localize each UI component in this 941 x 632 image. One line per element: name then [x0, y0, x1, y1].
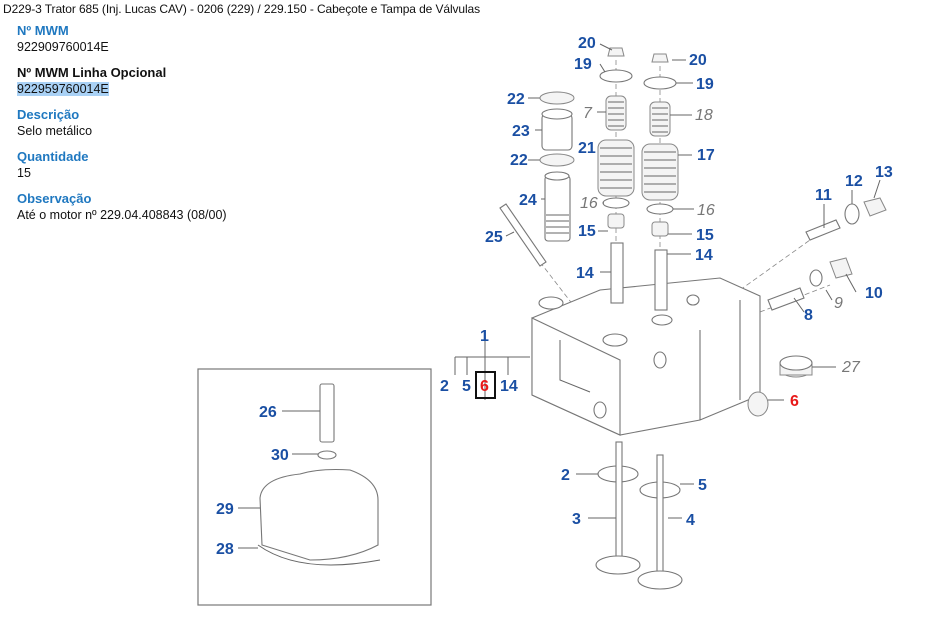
- callout-21[interactable]: 21: [578, 140, 596, 157]
- observation-field: Observação Até o motor nº 229.04.408843 …: [17, 190, 337, 224]
- quantity-value: 15: [17, 166, 31, 180]
- callout-27[interactable]: 27: [841, 359, 861, 376]
- callout-2[interactable]: 2: [440, 378, 449, 395]
- mwm-number-value[interactable]: 922909760014E: [17, 40, 109, 54]
- callout-18[interactable]: 18: [695, 107, 713, 124]
- callout-14[interactable]: 14: [500, 378, 518, 395]
- callout-8[interactable]: 8: [804, 307, 813, 324]
- optional-number-value[interactable]: 922959760014E: [17, 81, 337, 98]
- selected-text[interactable]: 922959760014E: [17, 82, 109, 96]
- callout-19[interactable]: 19: [574, 56, 592, 73]
- callout-30[interactable]: 30: [271, 447, 289, 464]
- callout-7[interactable]: 7: [583, 105, 593, 122]
- breadcrumb: D229-3 Trator 685 (Inj. Lucas CAV) - 020…: [3, 2, 481, 16]
- callout-26[interactable]: 26: [259, 404, 277, 421]
- callout-24[interactable]: 24: [519, 192, 537, 209]
- callout-20[interactable]: 20: [578, 35, 596, 52]
- observation-value: Até o motor nº 229.04.408843 (08/00): [17, 208, 227, 222]
- valves[interactable]: [595, 441, 683, 590]
- side-fittings[interactable]: [747, 197, 887, 417]
- callout-6-selected[interactable]: 6: [480, 378, 489, 395]
- callout-20[interactable]: 20: [689, 52, 707, 69]
- description-field: Descrição Selo metálico: [17, 106, 337, 140]
- callout-12[interactable]: 12: [845, 173, 863, 190]
- callout-9[interactable]: 9: [834, 295, 843, 312]
- mwm-number-label: Nº MWM: [17, 23, 69, 38]
- callout-3[interactable]: 3: [572, 511, 581, 528]
- callout-17[interactable]: 17: [697, 147, 715, 164]
- cylinder-head[interactable]: [531, 277, 761, 436]
- description-label: Descrição: [17, 107, 80, 122]
- mwm-number-field: Nº MWM 922909760014E: [17, 22, 337, 56]
- callout-10[interactable]: 10: [865, 285, 883, 302]
- intake-valve-stack[interactable]: [597, 47, 635, 304]
- part-details: Nº MWM 922909760014E Nº MWM Linha Opcion…: [17, 22, 337, 232]
- callout-23[interactable]: 23: [512, 123, 530, 140]
- callout-22[interactable]: 22: [510, 152, 528, 169]
- callouts: 20 19 7 21 16 15 14 20 19 18 17 16 15 14…: [216, 35, 893, 558]
- callout-19[interactable]: 19: [696, 76, 714, 93]
- callout-5[interactable]: 5: [462, 378, 471, 395]
- optional-number-field: Nº MWM Linha Opcional 922959760014E: [17, 64, 337, 98]
- callout-14[interactable]: 14: [576, 265, 594, 282]
- callout-6-highlighted[interactable]: 6: [790, 393, 799, 410]
- callout-28[interactable]: 28: [216, 541, 234, 558]
- observation-label: Observação: [17, 191, 92, 206]
- callout-13[interactable]: 13: [875, 164, 893, 181]
- callout-22[interactable]: 22: [507, 91, 525, 108]
- callout-25[interactable]: 25: [485, 229, 503, 246]
- callout-15[interactable]: 15: [696, 227, 714, 244]
- callout-2[interactable]: 2: [561, 467, 570, 484]
- callout-16[interactable]: 16: [580, 195, 598, 212]
- selected-part-box: [475, 371, 496, 399]
- callout-29[interactable]: 29: [216, 501, 234, 518]
- description-value: Selo metálico: [17, 124, 93, 138]
- exhaust-valve-stack[interactable]: [641, 53, 679, 311]
- callout-1[interactable]: 1: [480, 328, 489, 345]
- quantity-label: Quantidade: [17, 149, 89, 164]
- callout-14[interactable]: 14: [695, 247, 713, 264]
- injector-sleeve-stack[interactable]: [499, 91, 575, 267]
- callout-4[interactable]: 4: [686, 512, 695, 529]
- callout-15[interactable]: 15: [578, 223, 596, 240]
- callout-16[interactable]: 16: [697, 202, 715, 219]
- quantity-field: Quantidade 15: [17, 148, 337, 182]
- callout-11[interactable]: 11: [815, 187, 832, 204]
- callout-5[interactable]: 5: [698, 477, 707, 494]
- optional-number-label: Nº MWM Linha Opcional: [17, 65, 167, 80]
- valve-cover-assembly[interactable]: [257, 383, 381, 566]
